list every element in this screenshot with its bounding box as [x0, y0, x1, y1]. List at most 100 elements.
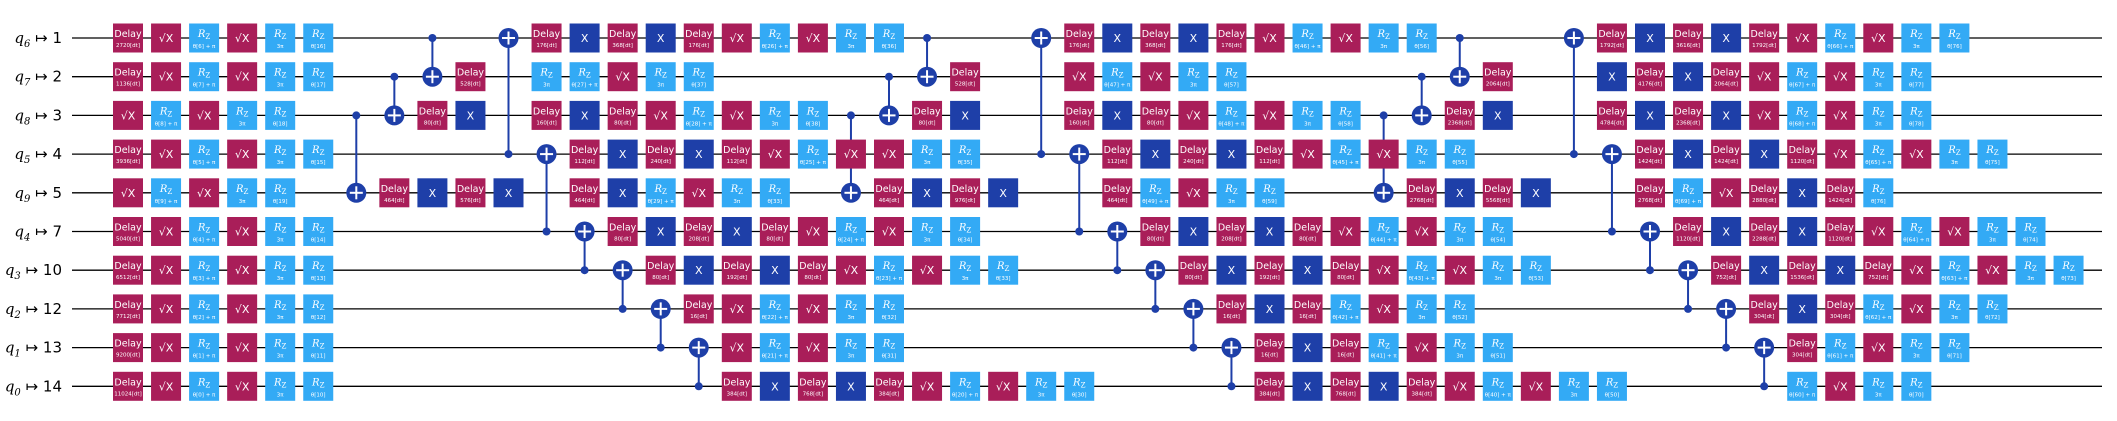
delay-box: [531, 100, 562, 130]
x-gate: X: [1787, 178, 1818, 208]
sx-box: [1406, 333, 1437, 363]
delay-box: [1635, 178, 1665, 208]
delay-param: 2768[dt]: [1410, 198, 1434, 204]
x-label: X: [1532, 187, 1540, 200]
rz-gate: RZθ[1] + π: [189, 333, 220, 363]
sx-gate: √X: [113, 178, 143, 208]
sx-box: [1825, 62, 1856, 92]
x-box: [607, 139, 638, 169]
delay-label: Delay: [114, 339, 142, 350]
rz-subscript: Z: [1956, 33, 1961, 41]
sx-gate: √X: [1863, 333, 1894, 363]
rz-param: 3π: [1038, 392, 1045, 398]
rz-param: 3π: [277, 44, 284, 50]
sx-label: √X: [1795, 32, 1810, 45]
rz-gate: RZθ[0] + π: [189, 371, 220, 401]
rz-gate: RZθ[24] + π: [835, 217, 866, 246]
sx-box: [721, 333, 752, 363]
x-gate: X: [1673, 62, 1704, 92]
delay-param: 3936[dt]: [116, 159, 140, 165]
x-gate: X: [988, 178, 1019, 208]
delay-label: Delay: [1636, 184, 1664, 195]
qubit-label: q3 ↦ 10: [5, 261, 62, 282]
rz-box: [1901, 100, 1932, 130]
rz-subscript: Z: [1918, 343, 1923, 351]
rz-gate: RZθ[32]: [874, 294, 904, 324]
sx-gate: √X: [227, 255, 258, 285]
rz-box: [1330, 294, 1361, 324]
rz-gate: RZθ[69] + π: [1673, 178, 1704, 208]
rz-gate: RZθ[51]: [1482, 333, 1513, 363]
x-label: X: [1760, 264, 1768, 277]
rz-box: [1863, 371, 1894, 401]
x-gate: X: [950, 100, 981, 130]
rz-param: θ[47] + π: [1104, 83, 1131, 89]
rz-gate: RZθ[61] + π: [1825, 333, 1856, 363]
sx-label: √X: [159, 303, 174, 316]
rz-gate: RZθ[35]: [950, 139, 981, 169]
qubit-label-mapping: ↦ 7: [30, 223, 62, 241]
rz-param: θ[17]: [311, 83, 326, 89]
rz-param: θ[11]: [311, 354, 326, 360]
rz-subscript: Z: [1842, 343, 1847, 351]
x-box: [1711, 23, 1742, 53]
rz-param: θ[23] + π: [876, 276, 903, 282]
x-box: [1787, 217, 1818, 246]
cnot-control-dot: [618, 304, 627, 313]
rz-gate: RZθ[58]: [1330, 100, 1361, 130]
sx-label: √X: [653, 109, 668, 122]
x-label: X: [1266, 303, 1274, 316]
x-label: X: [1380, 380, 1388, 393]
qubit-label-index: 6: [24, 39, 31, 50]
delay-param: 80[dt]: [1299, 237, 1316, 243]
rz-box: [874, 255, 904, 285]
delay-label: Delay: [685, 300, 713, 311]
delay-box: [569, 139, 600, 169]
rz-box: [1863, 178, 1894, 208]
x-gate: X: [455, 100, 486, 130]
rz-gate: RZθ[50]: [1596, 371, 1627, 401]
rz-subscript: Z: [1994, 227, 1999, 235]
rz-gate: RZθ[11]: [303, 333, 334, 363]
sx-box: [151, 139, 182, 169]
sx-box: [227, 139, 258, 169]
sx-gate: √X: [151, 294, 182, 324]
x-box: [1673, 62, 1704, 92]
sx-box: [151, 333, 182, 363]
delay-box: [1673, 217, 1704, 246]
cnot-control-dot: [1455, 34, 1464, 42]
rz-param: 3π: [733, 199, 740, 205]
sx-gate: √X: [1330, 23, 1361, 53]
delay-param: 464[dt]: [574, 198, 594, 204]
x-label: X: [1494, 109, 1502, 122]
qubit-label-index: 0: [14, 387, 21, 398]
rz-subscript: Z: [776, 343, 781, 351]
delay-label: Delay: [723, 145, 751, 156]
sx-box: [1939, 217, 1970, 246]
delay-label: Delay: [457, 184, 485, 195]
x-box: [569, 100, 600, 130]
sx-box: [835, 255, 866, 285]
rz-param: 3π: [1913, 44, 1920, 50]
rz-param: θ[20] + π: [952, 392, 979, 398]
delay-label: Delay: [1827, 184, 1855, 195]
rz-param: θ[21] + π: [762, 354, 789, 360]
delay-label: Delay: [1180, 145, 1208, 156]
sx-label: √X: [1452, 264, 1467, 277]
rz-box: [227, 178, 258, 208]
rz-gate: RZθ[66] + π: [1825, 23, 1856, 53]
